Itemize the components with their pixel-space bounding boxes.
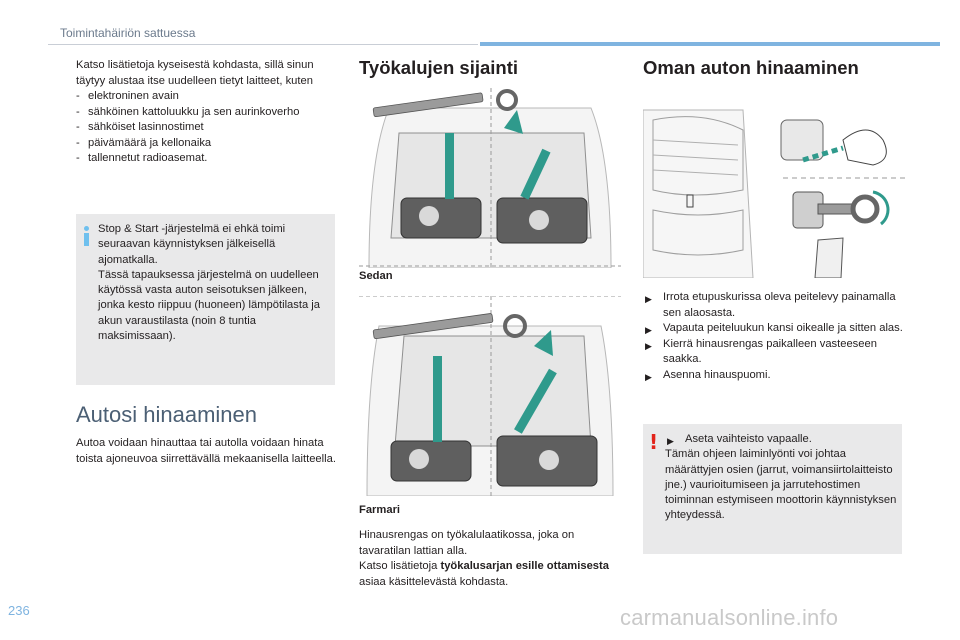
bumper-tow-ring-illustration xyxy=(643,109,905,278)
warning-body: Tämän ohjeen laiminlyönti voi johtaa mää… xyxy=(665,448,897,522)
arrow-bullet-icon: ▶ xyxy=(645,340,652,351)
tools-text-1: Hinausrengas on työkalulaatikossa, joka … xyxy=(359,529,575,557)
section-title-own-towing: Oman auton hinaaminen xyxy=(643,57,859,78)
watermark: carmanualsonline.info xyxy=(620,605,839,630)
header-title: Toimintahäiriön sattuessa xyxy=(60,26,196,40)
towing-paragraph: Autoa voidaan hinauttaa tai autolla void… xyxy=(76,437,336,465)
tools-paragraph: Hinausrengas on työkalulaatikossa, joka … xyxy=(359,528,621,590)
arrow-bullet-icon: ▶ xyxy=(645,294,652,304)
list-item: ▶Irrota etupuskurissa oleva peitelevy pa… xyxy=(645,291,896,319)
caption-estate: Farmari xyxy=(359,504,401,516)
list-item: päivämäärä ja kellonaika xyxy=(76,136,338,152)
list-item: sähköiset lasinnostimet xyxy=(76,120,338,136)
page-number: 236 xyxy=(8,603,30,618)
estate-trunk-illustration xyxy=(359,296,621,496)
tools-text-2: Katso lisätietoja työkalusarjan esille o… xyxy=(359,560,609,588)
list-item: ▶Kierrä hinausrengas paikalleen vasteese… xyxy=(645,337,877,366)
list-item: tallennetut radioasemat. xyxy=(76,151,338,167)
caption-sedan: Sedan xyxy=(359,270,393,282)
warning-box: ! ▶Aseta vaihteisto vapaalle. Tämän ohje… xyxy=(643,424,902,554)
info-icon xyxy=(84,226,90,246)
sedan-trunk-illustration xyxy=(359,88,621,268)
reset-info-paragraph: Katso lisätietoja kyseisestä kohdasta, s… xyxy=(76,58,338,167)
warning-text: ▶Aseta vaihteisto vapaalle. Tämän ohjeen… xyxy=(665,432,897,524)
arrow-bullet-icon: ▶ xyxy=(645,371,652,382)
header-divider xyxy=(48,44,478,45)
towing-steps-list: ▶Irrota etupuskurissa oleva peitelevy pa… xyxy=(643,290,905,383)
warning-step: ▶Aseta vaihteisto vapaalle. xyxy=(665,432,897,447)
reset-intro: Katso lisätietoja kyseisestä kohdasta, s… xyxy=(76,59,314,87)
reset-items-list: elektroninen avain sähköinen kattoluukku… xyxy=(76,89,338,167)
list-item: elektroninen avain xyxy=(76,89,338,105)
list-item: ▶Vapauta peiteluukun kansi oikealle ja s… xyxy=(643,321,905,337)
list-item: sähköinen kattoluukku ja sen aurinkoverh… xyxy=(76,105,338,121)
section-title-towing: Autosi hinaaminen xyxy=(76,402,258,427)
arrow-bullet-icon: ▶ xyxy=(667,436,674,446)
tools-reference: työkalusarjan esille ottamisesta xyxy=(440,560,609,572)
warning-icon: ! xyxy=(649,430,659,454)
arrow-bullet-icon: ▶ xyxy=(645,325,652,335)
info-box: Stop & Start -järjestelmä ei ehkä toimi … xyxy=(76,214,335,385)
info-text: Stop & Start -järjestelmä ei ehkä toimi … xyxy=(98,223,321,343)
header-accent-bar xyxy=(480,42,940,46)
list-item: ▶Asenna hinauspuomi. xyxy=(643,368,905,384)
section-title-tools: Työkalujen sijainti xyxy=(359,57,519,78)
